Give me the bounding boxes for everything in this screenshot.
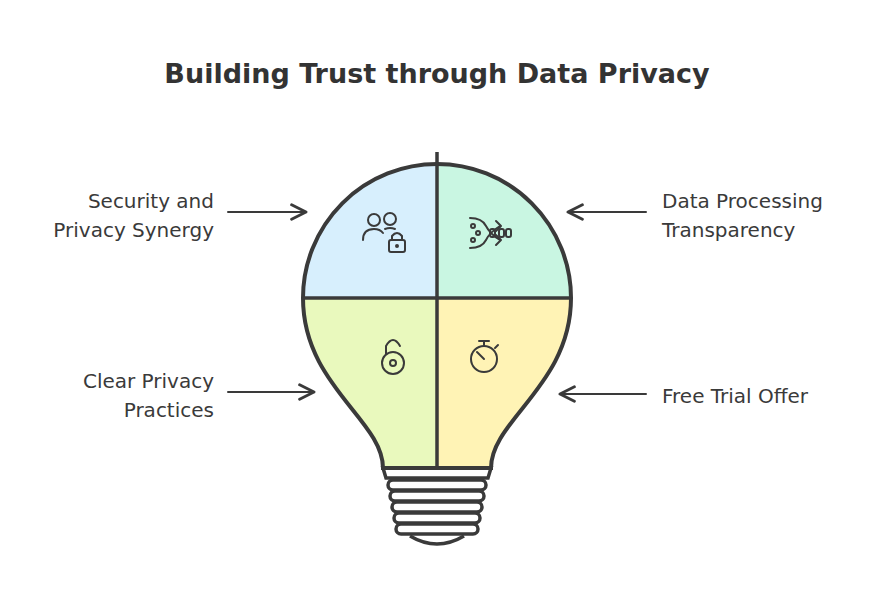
thread-ring xyxy=(394,513,480,523)
leader-arrow xyxy=(228,391,314,393)
leader-arrow xyxy=(568,211,646,213)
bulb-base xyxy=(383,468,491,544)
leader-arrow xyxy=(560,393,646,395)
open-lock-icon xyxy=(382,340,404,374)
quadrant-fill xyxy=(437,298,577,473)
thread-ring xyxy=(396,524,478,534)
leader-arrow xyxy=(228,211,306,213)
callout-label: Free Trial Offer xyxy=(662,382,862,411)
thread-ring xyxy=(388,480,486,490)
callout-label: Security and Privacy Synergy xyxy=(14,187,214,245)
base-tip xyxy=(410,536,464,544)
quadrant-fill xyxy=(300,298,437,473)
base-threads xyxy=(388,480,486,534)
diagram-title: Building Trust through Data Privacy xyxy=(164,54,709,93)
callout-label: Clear Privacy Practices xyxy=(14,367,214,425)
bulb-divider xyxy=(304,296,570,300)
callout-label: Data Processing Transparency xyxy=(662,187,862,245)
bulb-quadrants xyxy=(300,150,577,473)
quadrant-fill xyxy=(300,150,437,298)
data-flow-icon xyxy=(470,218,511,248)
bulb-divider xyxy=(435,152,439,468)
users-lock-icon xyxy=(363,213,405,252)
thread-ring xyxy=(390,491,484,501)
stopwatch-icon xyxy=(471,341,498,372)
thread-ring xyxy=(392,502,482,512)
quadrant-fill xyxy=(437,150,577,298)
